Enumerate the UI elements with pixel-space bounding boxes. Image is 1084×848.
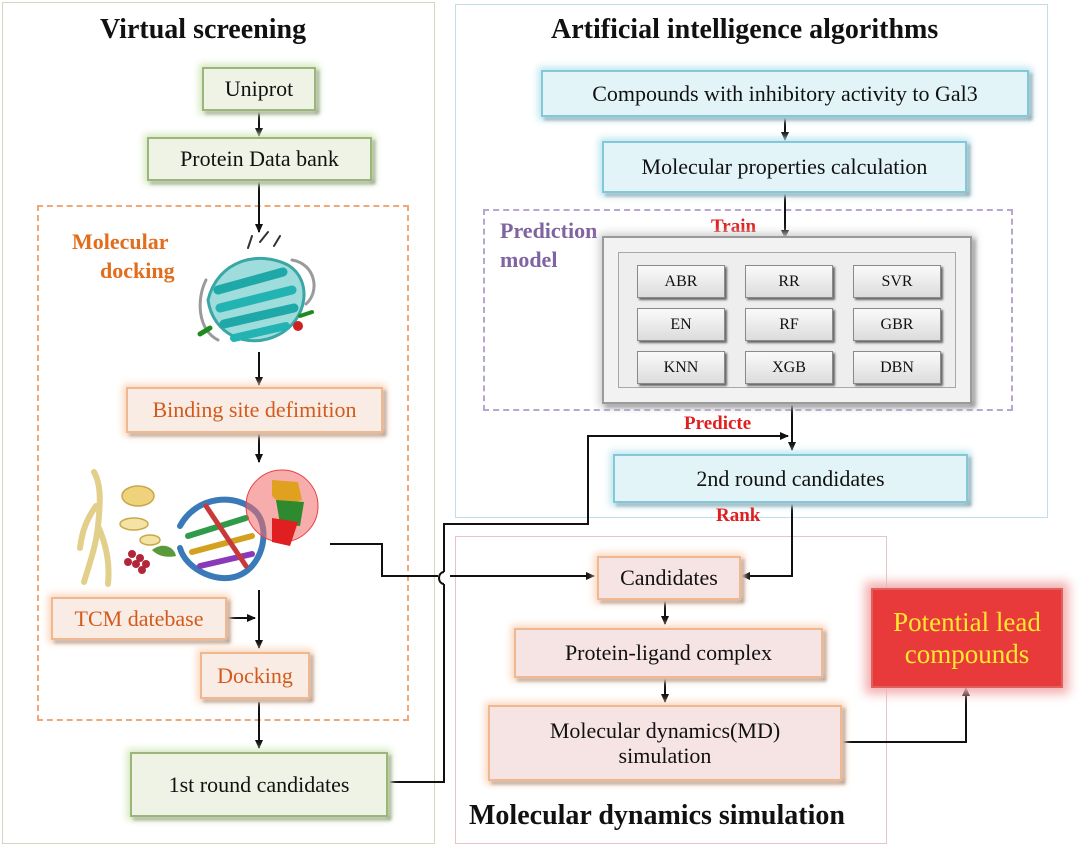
train-label: Train <box>711 216 757 237</box>
lead-line2: compounds <box>904 639 1030 669</box>
protein-structure-image <box>197 231 316 343</box>
potential-lead-compounds-node: Potential lead compounds <box>871 588 1063 688</box>
md-simulation-panel <box>455 536 887 844</box>
first-round-candidates-node: 1st round candidates <box>130 752 388 817</box>
md-simulation-title: Molecular dynamics simulation <box>469 800 845 831</box>
berries-icon <box>124 550 150 574</box>
md-node-line2: simulation <box>618 743 712 768</box>
binding-site-definition-node: Binding site defimition <box>126 387 383 433</box>
prediction-model-label: Prediction model <box>500 217 597 274</box>
algo-rr: RR <box>745 265 833 298</box>
uniprot-node: Uniprot <box>202 67 316 111</box>
protein-data-bank-node: Protein Data bank <box>147 137 372 181</box>
algo-abr: ABR <box>637 265 725 298</box>
prediction-model-box: ABR RR SVR EN RF GBR KNN XGB DBN <box>602 236 972 404</box>
ai-algorithms-title: Artificial intelligence algorithms <box>551 14 939 45</box>
second-round-candidates-node: 2nd round candidates <box>613 454 968 503</box>
gal3-inhibitors-node: Compounds with inhibitory activity to Ga… <box>541 70 1029 117</box>
ribbon-protein-icon <box>177 496 267 582</box>
algo-gbr: GBR <box>853 308 941 341</box>
algorithm-grid: ABR RR SVR EN RF GBR KNN XGB DBN <box>618 252 956 388</box>
protein-ligand-complex-node: Protein-ligand complex <box>514 628 823 678</box>
virtual-screening-title: Virtual screening <box>100 14 307 45</box>
lead-line1: Potential lead <box>893 606 1041 637</box>
molecular-properties-node: Molecular properties calculation <box>602 141 967 193</box>
md-simulation-node: Molecular dynamics(MD) simulation <box>488 705 842 781</box>
algo-knn: KNN <box>637 351 725 384</box>
predicte-label: Predicte <box>684 413 752 434</box>
algo-dbn: DBN <box>853 351 941 384</box>
docking-label-line2: docking <box>100 257 175 283</box>
algo-xgb: XGB <box>745 351 833 384</box>
tcm-herbs-and-binding-pocket-image <box>77 469 319 587</box>
candidates-node: Candidates <box>597 556 741 600</box>
algo-svr: SVR <box>853 265 941 298</box>
docking-label-line1: Molecular <box>72 229 169 254</box>
md-node-line1: Molecular dynamics(MD) <box>549 717 781 743</box>
ai-algorithms-panel <box>455 4 1048 518</box>
rank-label: Rank <box>716 505 761 526</box>
prediction-model-region <box>483 209 1013 411</box>
algo-rf: RF <box>745 308 833 341</box>
tcm-database-node: TCM datebase <box>51 597 227 640</box>
virtual-screening-panel <box>2 2 435 844</box>
ginseng-root-icon <box>77 469 112 587</box>
prediction-label-line1: Prediction <box>500 218 598 243</box>
algo-en: EN <box>637 308 725 341</box>
molecular-docking-region <box>37 205 409 721</box>
docking-node: Docking <box>200 652 310 699</box>
molecular-docking-label: Molecular docking <box>72 228 175 285</box>
prediction-label-line2: model <box>500 246 558 272</box>
